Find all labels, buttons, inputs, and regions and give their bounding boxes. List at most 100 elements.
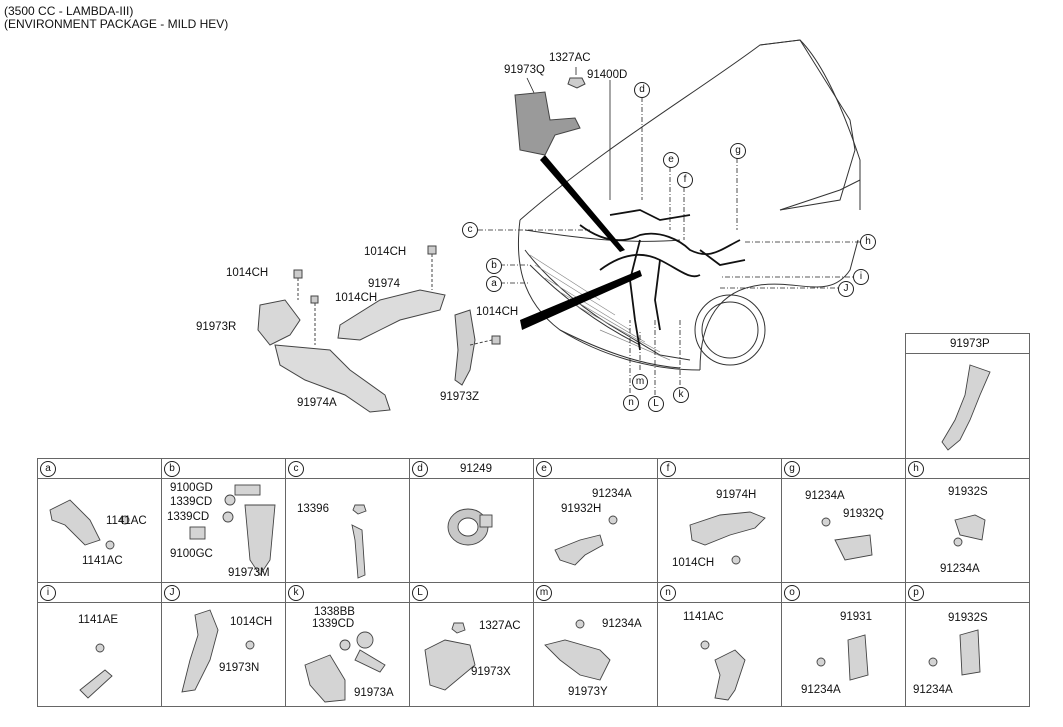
callout-f: f — [677, 172, 693, 188]
callout-J: J — [838, 281, 854, 297]
car-wheel — [694, 294, 766, 366]
car-side-line — [779, 179, 861, 211]
cell-letter-L: L — [412, 585, 428, 601]
part-box-91973P — [905, 333, 1030, 459]
k-part-2: 1339CD — [312, 618, 355, 630]
k-part-3: 91973A — [354, 687, 394, 699]
part-drawing-91973P — [941, 364, 991, 451]
L-part-2: 91973X — [471, 666, 511, 678]
wiring-harness-main — [579, 224, 741, 255]
label-91973Z: 91973Z — [440, 391, 480, 403]
cell-letter-m: m — [536, 585, 552, 601]
cell-letter-k: k — [288, 585, 304, 601]
f-part-2: 1014CH — [672, 557, 715, 569]
part-drawing-h — [954, 514, 986, 541]
label-91973R: 91973R — [196, 321, 237, 333]
cell-letter-h: h — [908, 461, 924, 477]
a-part-2: 1141AC — [82, 555, 123, 567]
part-drawing-o — [847, 634, 869, 681]
part-drawing-e — [554, 534, 604, 566]
car-headlight — [524, 229, 681, 242]
k-part-1: 1338BB — [314, 606, 355, 618]
callout-d: d — [634, 82, 650, 98]
label-1014CH-top: 1014CH — [364, 246, 407, 258]
i-part-1: 1141AE — [78, 614, 119, 626]
callout-h: h — [860, 234, 876, 250]
part-drawing-d — [447, 508, 493, 546]
b-part-3: 1339CD — [167, 511, 210, 523]
header-line-2: (ENVIRONMENT PACKAGE - MILD HEV) — [4, 17, 229, 31]
pointer-91973Q — [540, 155, 625, 252]
cell-letter-d: d — [412, 461, 428, 477]
J-part-1: 1014CH — [230, 616, 273, 628]
part-91973Q — [514, 91, 581, 156]
callout-g: g — [730, 143, 746, 159]
cell-letter-g: g — [784, 461, 800, 477]
cell-letter-a: a — [40, 461, 56, 477]
pointer-91973Z — [520, 270, 642, 330]
a-part-1: 1141AC — [106, 515, 147, 527]
b-part-4: 9100GC — [170, 548, 213, 560]
n-part-1: 1141AC — [683, 611, 724, 623]
part-drawing-c — [351, 524, 366, 579]
e-part-1: 91234A — [592, 488, 632, 500]
cell-letter-f: f — [660, 461, 676, 477]
cell-letter-p: p — [908, 585, 924, 601]
label-1014CH-right: 1014CH — [476, 306, 519, 318]
part-91973Z — [454, 309, 476, 386]
label-91973Q: 91973Q — [504, 64, 545, 76]
cell-letter-n: n — [660, 585, 676, 601]
part-drawing-n — [714, 649, 746, 701]
car-grille — [524, 249, 691, 361]
h-part-2: 91234A — [940, 563, 980, 575]
callout-b: b — [486, 258, 502, 274]
o-part-1: 91931 — [840, 611, 872, 623]
header-line-1: (3500 CC - LAMBDA-III) — [4, 4, 134, 18]
label-91973P: 91973P — [950, 338, 990, 350]
cell-letter-i: i — [40, 585, 56, 601]
g-part-1: 91234A — [805, 490, 845, 502]
part-91974 — [337, 289, 446, 341]
p-part-1: 91932S — [948, 612, 988, 624]
callout-L: L — [648, 396, 664, 412]
b-part-2: 1339CD — [170, 496, 213, 508]
part-drawing-i — [79, 669, 113, 699]
part-drawing-f — [689, 511, 766, 546]
J-part-2: 91973N — [219, 662, 260, 674]
c-part-1: 13396 — [297, 503, 329, 515]
cell-letter-b: b — [164, 461, 180, 477]
car-front-outline — [517, 219, 701, 371]
part-drawing-L — [424, 639, 476, 691]
callout-e: e — [663, 152, 679, 168]
part-drawing-k — [304, 654, 346, 703]
callout-a: a — [486, 276, 502, 292]
g-part-2: 91932Q — [843, 508, 884, 520]
p-part-2: 91234A — [913, 684, 953, 696]
car-hood-outline — [519, 39, 861, 221]
part-drawing-g — [834, 534, 873, 561]
label-91400D: 91400D — [587, 69, 628, 81]
callout-k: k — [673, 387, 689, 403]
car-fender — [699, 239, 859, 371]
callout-m: m — [632, 374, 648, 390]
part-drawing-p — [959, 629, 981, 676]
part-drawing-J — [181, 609, 219, 693]
o-part-2: 91234A — [801, 684, 841, 696]
cell-title-d: 91249 — [460, 463, 492, 475]
label-1327AC: 1327AC — [549, 52, 591, 64]
h-part-1: 91932S — [948, 486, 988, 498]
cell-letter-o: o — [784, 585, 800, 601]
label-91974: 91974 — [368, 278, 400, 290]
cell-letter-e: e — [536, 461, 552, 477]
cell-letter-J: J — [164, 585, 180, 601]
cell-letter-c: c — [288, 461, 304, 477]
m-part-1: 91234A — [602, 618, 642, 630]
f-part-1: 91974H — [716, 489, 757, 501]
e-part-2: 91932H — [561, 503, 602, 515]
part-drawing-m — [544, 639, 611, 681]
label-1014CH-mid: 1014CH — [335, 292, 378, 304]
car-wheel-inner — [701, 301, 759, 359]
part-91974A — [274, 344, 391, 413]
part-91973R — [257, 299, 301, 346]
